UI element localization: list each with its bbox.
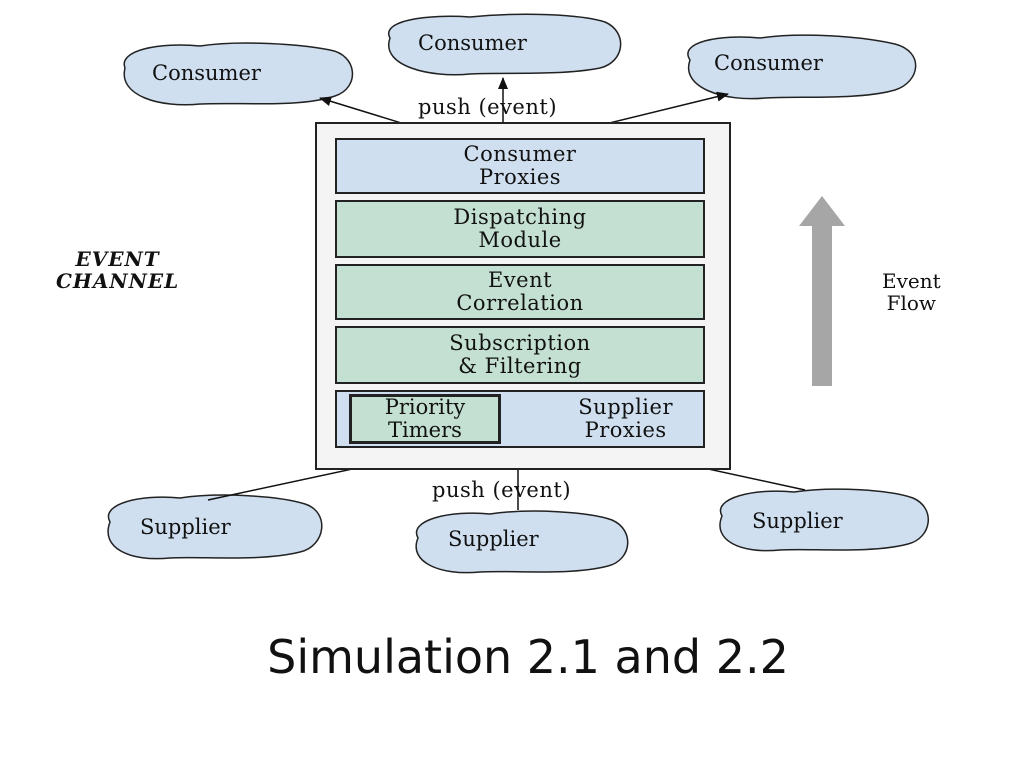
event-correlation-label: Event Correlation	[456, 268, 584, 315]
consumer-cloud-center	[387, 13, 622, 76]
consumer-label-left: Consumer	[152, 61, 261, 85]
supplier-label-left: Supplier	[140, 515, 231, 539]
push-label-top: push (event)	[418, 95, 558, 119]
event-channel-diagram: Consumer Consumer Consumer Supplier Supp…	[56, 13, 941, 574]
priority-timers-label: Priority Timers	[384, 395, 466, 442]
dispatching-module-label: Dispatching Module	[453, 205, 587, 252]
slide-title: Simulation 2.1 and 2.2	[267, 630, 789, 684]
supplier-proxies-label: Supplier Proxies	[578, 395, 673, 442]
supplier-cloud-right	[719, 488, 930, 552]
subscription-filtering-layer: Subscription & Filtering	[335, 326, 705, 384]
event-correlation-layer: Event Correlation	[335, 264, 705, 320]
consumer-cloud-left	[123, 42, 354, 106]
priority-timers-box: Priority Timers	[349, 394, 501, 444]
supplier-label-center: Supplier	[448, 527, 539, 551]
push-label-bottom: push (event)	[432, 478, 572, 502]
consumer-cloud-right	[687, 34, 917, 100]
supplier-cloud-center	[415, 510, 629, 574]
supplier-label-right: Supplier	[752, 509, 843, 533]
event-flow-arrow	[799, 196, 845, 386]
dispatching-module-layer: Dispatching Module	[335, 200, 705, 258]
diagram-graphics	[107, 13, 930, 574]
consumer-proxies-label: Consumer Proxies	[463, 142, 577, 189]
consumer-proxies-layer: Consumer Proxies	[335, 138, 705, 194]
consumer-label-right: Consumer	[714, 51, 823, 75]
subscription-filtering-label: Subscription & Filtering	[449, 331, 591, 378]
supplier-cloud-left	[107, 494, 323, 560]
event-channel-label: EVENT CHANNEL	[56, 247, 180, 293]
event-flow-label: Event Flow	[882, 269, 941, 315]
consumer-label-center: Consumer	[418, 31, 527, 55]
